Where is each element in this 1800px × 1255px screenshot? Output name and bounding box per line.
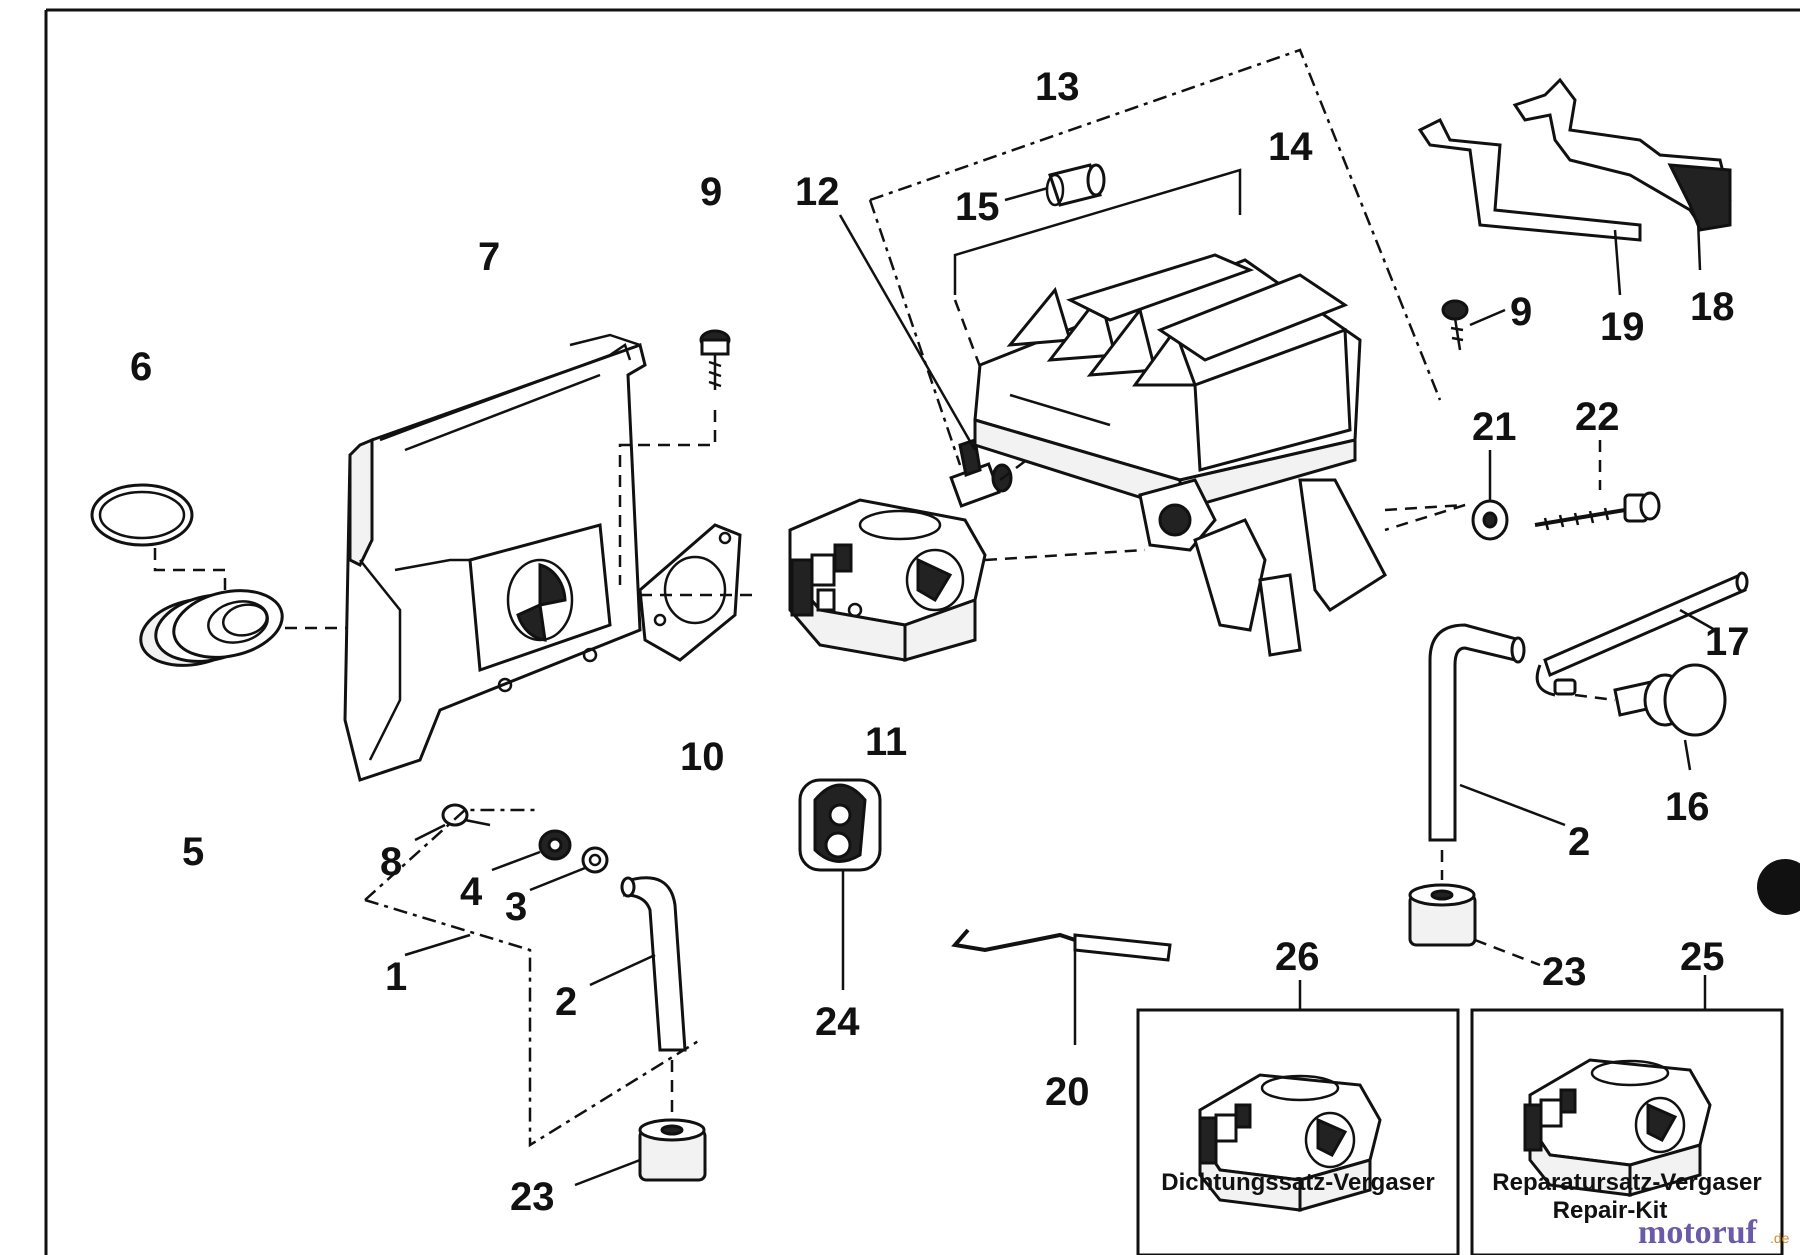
callout-20: 20 [1045, 1070, 1090, 1114]
bracket-13-left [868, 199, 962, 466]
callout-3: 3 [505, 885, 527, 929]
watermark-brand: motoruf [1638, 1214, 1758, 1251]
callout-12: 12 [795, 170, 840, 214]
leader-1 [404, 933, 471, 957]
callout-17: 17 [1705, 620, 1750, 664]
callout-23-right: 23 [1542, 950, 1587, 994]
part-2-fuel-hose-left [620, 876, 687, 1052]
callout-2-left: 2 [555, 980, 577, 1024]
callout-9-left: 9 [700, 170, 722, 214]
part-15-cylinder [1045, 163, 1106, 207]
leader-9-right [1469, 308, 1506, 327]
callout-15: 15 [955, 185, 1000, 229]
part-9-screw-left [699, 329, 731, 390]
part-16-primer-bulb [1574, 663, 1727, 737]
part-23-foam-filter-right [1408, 883, 1477, 947]
leader-2-left [589, 953, 656, 987]
part-23-foam-filter-left [638, 1118, 707, 1182]
callout-8: 8 [380, 840, 402, 884]
callout-18: 18 [1690, 285, 1735, 329]
callout-16: 16 [1665, 785, 1710, 829]
part-3-seal [581, 846, 609, 874]
callout-26: 26 [1275, 935, 1320, 979]
part-4-nut [538, 829, 572, 861]
repair-kit-label-line1: Reparatursatz-Vergaser [1492, 1169, 1761, 1196]
leader-23-left [574, 1158, 641, 1187]
callout-25: 25 [1680, 935, 1725, 979]
callout-14: 14 [1268, 125, 1313, 169]
part-19-bracket [1417, 117, 1642, 242]
leader-16 [1683, 739, 1692, 771]
callout-11: 11 [865, 720, 907, 764]
callout-21: 21 [1472, 405, 1517, 449]
callout-2-right: 2 [1568, 820, 1590, 864]
leader-3 [529, 866, 586, 892]
motoruf-watermark: motoruf .de [1638, 1214, 1790, 1251]
leader-6-5 [153, 548, 227, 590]
kit-box-repair [1470, 1008, 1784, 1255]
leader-19 [1613, 229, 1622, 296]
leader-17 [1679, 608, 1716, 632]
leader-carb-filter [984, 548, 1146, 562]
bracket-13 [869, 48, 1442, 401]
bracket-1 [364, 898, 701, 1148]
part-9-screw-right [1441, 299, 1469, 351]
callout-6: 6 [130, 345, 152, 389]
part-2-fuel-hose-right [1428, 623, 1526, 842]
repair-kit-label-line2: Repair-Kit [1553, 1197, 1668, 1224]
callout-1: 1 [385, 955, 407, 999]
leader-filter-washer [1384, 503, 1466, 532]
callout-19: 19 [1600, 305, 1645, 349]
bracket-1-top [364, 808, 540, 901]
callout-9-right: 9 [1510, 290, 1532, 334]
callout-5: 5 [182, 830, 204, 874]
callout-4: 4 [460, 870, 483, 914]
watermark-suffix: .de [1770, 1230, 1790, 1246]
callout-7: 7 [478, 235, 500, 279]
part-22-screw [1534, 491, 1661, 531]
page-frame [44, 8, 1800, 1255]
part-17-fuel-line [1535, 571, 1749, 697]
gasket-kit-label: Dichtungssatz-Vergaser [1161, 1169, 1434, 1196]
part-20-choke-rod [951, 928, 1172, 962]
leader-12 [838, 214, 977, 451]
callout-22: 22 [1575, 395, 1620, 439]
part-21-washer [1471, 499, 1509, 541]
part-8-screw [441, 803, 491, 827]
leader-18 [1696, 219, 1702, 271]
bracket-14 [953, 168, 1242, 295]
part-18-bracket [1512, 77, 1732, 232]
part-6-ring-gasket [90, 483, 194, 547]
callout-13: 13 [1035, 65, 1080, 109]
leader-2-right [1459, 783, 1566, 827]
callout-10: 10 [680, 735, 725, 779]
part-5-flange-spacer [139, 589, 284, 667]
leader-15 [1004, 186, 1049, 202]
part-14-air-filter [973, 253, 1387, 657]
part-11-carburetor [788, 498, 987, 662]
callout-23-left: 23 [510, 1175, 555, 1219]
leader-23-right [1474, 938, 1541, 967]
part-10-gasket [638, 523, 742, 662]
part-7-carburetor-housing [343, 333, 647, 782]
part-24-grommet [798, 778, 882, 872]
leader-9-housing [618, 410, 717, 585]
edge-marker-dot [1757, 859, 1800, 915]
callout-24: 24 [815, 1000, 860, 1044]
leader-4 [491, 850, 541, 872]
kit-box-gasket [1136, 1008, 1460, 1255]
leader-8 [414, 823, 446, 842]
